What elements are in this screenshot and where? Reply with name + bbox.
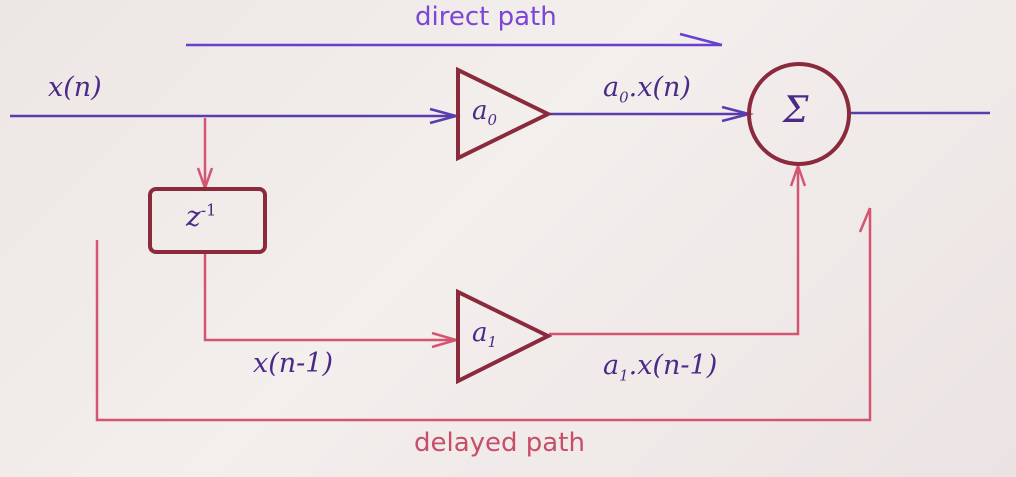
direct-output-label: a0.x(n) <box>603 72 691 107</box>
summer-label: Σ <box>783 90 809 131</box>
direct-output-line <box>549 105 754 123</box>
delayed-path-arrow <box>95 207 872 422</box>
delay-block <box>148 187 267 254</box>
input-signal-label: x(n) <box>48 72 102 103</box>
direct-path-arrow <box>186 32 723 47</box>
delay-input-line <box>196 118 214 192</box>
direct-path-label: direct path <box>415 2 557 32</box>
input-line <box>10 107 461 125</box>
delayed-path-label: delayed path <box>414 428 585 458</box>
gain-a1-triangle <box>456 288 553 385</box>
summer-circle <box>747 62 851 166</box>
delayed-signal-label: x(n-1) <box>253 348 333 379</box>
delayed-line <box>203 253 461 349</box>
gain-a1-label: a1 <box>472 318 498 352</box>
delayed-output-line <box>549 162 807 336</box>
delay-label: z-1 <box>186 200 217 233</box>
gain-a0-triangle <box>456 66 553 162</box>
delayed-output-label: a1.x(n-1) <box>603 350 718 385</box>
gain-a0-label: a0 <box>472 96 498 130</box>
